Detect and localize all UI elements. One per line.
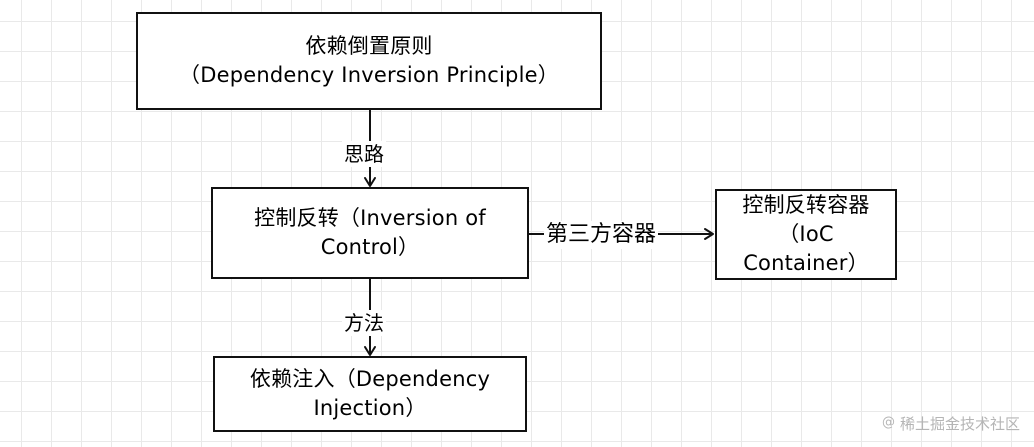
- node-dependency-inversion-principle: 依赖倒置原则 （Dependency Inversion Principle）: [136, 12, 602, 110]
- arrowhead-to-ioc: [364, 177, 376, 187]
- node-label-line: Container）: [743, 251, 869, 275]
- node-label-line: （IoC: [778, 222, 834, 246]
- edge-label-thinking: 思路: [342, 141, 386, 167]
- node-dependency-injection: 依赖注入（Dependency Injection）: [213, 356, 527, 432]
- node-inversion-of-control: 控制反转（Inversion of Control）: [211, 187, 529, 279]
- node-label-line: 依赖注入（Dependency: [249, 367, 491, 391]
- watermark-text: 稀土掘金技术社区: [899, 415, 1020, 433]
- at-icon: @: [881, 415, 895, 430]
- node-label-line: 依赖倒置原则: [305, 34, 433, 58]
- arrowhead-to-container: [704, 228, 714, 240]
- node-label-line: （Dependency Inversion Principle）: [179, 63, 559, 87]
- edge-label-method: 方法: [342, 310, 386, 336]
- watermark: @ 稀土掘金技术社区: [881, 413, 1020, 434]
- node-ioc-container: 控制反转容器 （IoC Container）: [715, 189, 897, 280]
- node-label-line: 控制反转（Inversion of: [254, 206, 486, 230]
- node-label-line: Control）: [320, 235, 420, 259]
- node-label-line: 控制反转容器: [742, 193, 870, 217]
- node-label-line: Injection）: [313, 396, 427, 420]
- arrowhead-to-di: [364, 346, 376, 356]
- edge-label-third-party-container: 第三方容器: [544, 221, 659, 249]
